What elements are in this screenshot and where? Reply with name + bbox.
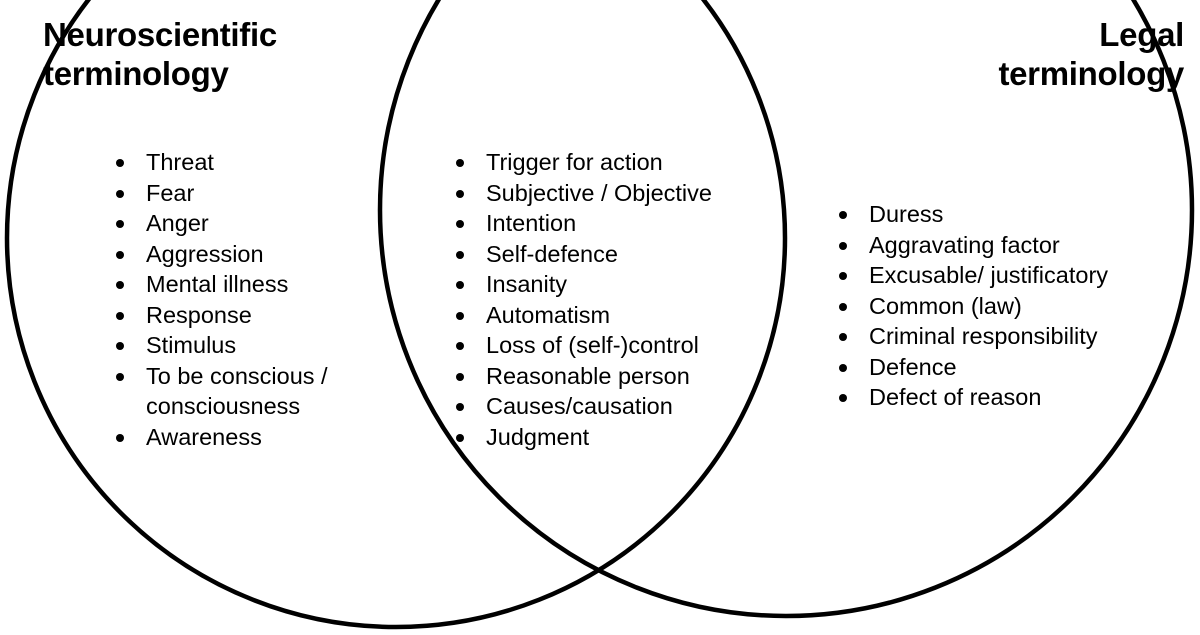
list-item: Causes/causation xyxy=(445,391,755,422)
list-item: Excusable/ justificatory xyxy=(828,260,1158,291)
list-item: Aggression xyxy=(105,239,380,270)
list-item: Subjective / Objective xyxy=(445,178,755,209)
list-item: Response xyxy=(105,300,380,331)
list-item: Threat xyxy=(105,147,380,178)
list-item: Defence xyxy=(828,352,1158,383)
list-item: Mental illness xyxy=(105,269,380,300)
left-circle xyxy=(4,0,788,630)
list-item: To be conscious / consciousness xyxy=(105,361,380,422)
list-item: Common (law) xyxy=(828,291,1158,322)
list-item: Criminal responsibility xyxy=(828,321,1158,352)
list-item: Duress xyxy=(828,199,1158,230)
list-item: Self-defence xyxy=(445,239,755,270)
right-circle xyxy=(377,0,1195,619)
list-item: Automatism xyxy=(445,300,755,331)
list-item: Anger xyxy=(105,208,380,239)
list-item: Judgment xyxy=(445,422,755,453)
list-item: Fear xyxy=(105,178,380,209)
list-item: Loss of (self-)control xyxy=(445,330,755,361)
list-item: Defect of reason xyxy=(828,382,1158,413)
list-item: Trigger for action xyxy=(445,147,755,178)
right-set-title: Legal terminology xyxy=(998,16,1184,92)
list-item: Reasonable person xyxy=(445,361,755,392)
list-item: Awareness xyxy=(105,422,380,453)
list-item: Stimulus xyxy=(105,330,380,361)
list-item: Aggravating factor xyxy=(828,230,1158,261)
left-set-title: Neuroscientific terminology xyxy=(43,16,277,92)
list-item: Intention xyxy=(445,208,755,239)
list-item: Insanity xyxy=(445,269,755,300)
